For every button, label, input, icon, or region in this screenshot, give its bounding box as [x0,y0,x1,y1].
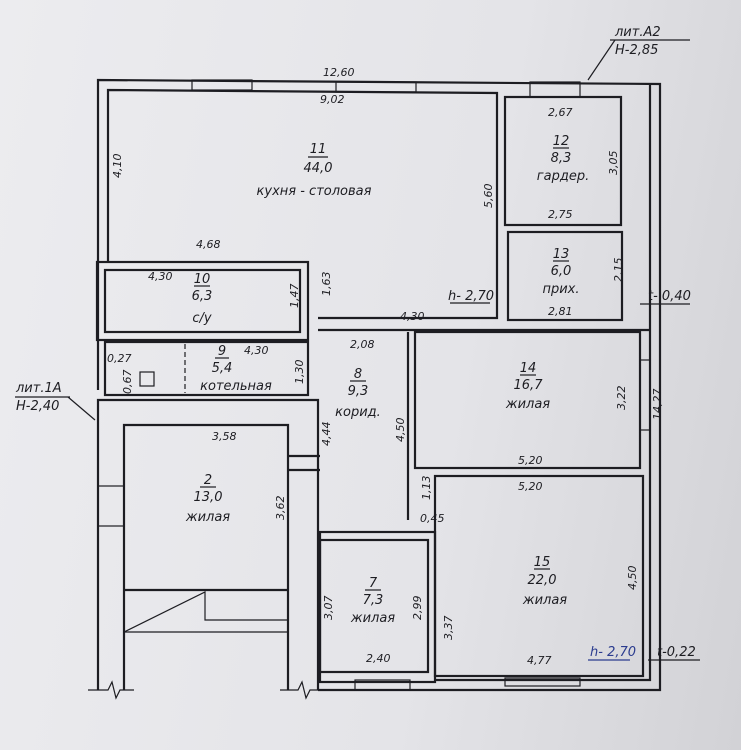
room-area: 9,3 [348,384,369,399]
dimension-label: 3,58 [212,430,237,443]
room-11: 11 44,0 кухня - столовая [257,142,372,199]
dimension-label: 14,27 [651,389,664,421]
dimension-label: 1,30 [293,360,306,385]
dimension-label: 3,62 [274,496,287,521]
dimension-label: 5,20 [518,480,543,493]
leader-lines [15,39,700,661]
dimension-label: 1,13 [420,476,433,501]
dimension-label: 2,99 [411,596,424,621]
wall-thickness-top: t- 0,40 [648,289,691,304]
room-name: корид. [335,405,381,420]
dimension-label: 3,22 [615,386,628,411]
room-area: 44,0 [304,161,333,176]
room-9: 9 5,4 котельная [200,344,272,394]
room-number: 11 [310,142,327,157]
room-name: прих. [542,282,579,297]
dimension-label: 2,08 [350,338,375,351]
room-area: 13,0 [194,490,223,505]
dimension-label: 4,30 [148,270,173,283]
room-number: 7 [369,576,378,591]
dimension-label: 4,44 [320,422,333,447]
room-2: 2 13,0 жилая [185,473,230,525]
room-number: 10 [194,272,211,287]
walls [88,78,662,700]
dimension-label: 1,63 [320,272,333,297]
height-a2-label: Н-2,85 [615,43,658,58]
lit-1a-label: лит.1А [15,381,62,396]
room-14: 14 16,7 жилая [505,361,550,412]
windows [97,79,651,691]
room-number: 12 [553,134,570,149]
dimension-label: 2,67 [548,106,573,119]
room-name: кухня - столовая [257,184,372,199]
dimension-label: 2,75 [548,208,573,221]
lit-a2-label: лит.А2 [614,25,661,40]
dimension-label: 4,77 [527,654,552,667]
room-name: жилая [505,397,550,412]
room-13: 13 6,0 прих. [542,247,579,297]
dimension-label: 3,07 [322,596,335,621]
dimension-label: 1,47 [288,284,301,309]
room-area: 16,7 [514,378,544,393]
height-1a-label: Н-2,40 [16,399,59,414]
dimension-label: 4,50 [626,566,639,591]
room-area: 5,4 [212,361,233,376]
room-name: жилая [350,611,395,626]
dimension-label: 2,40 [366,652,391,665]
dimension-label: 4,68 [196,238,221,251]
room-name: гардер. [537,169,589,184]
dimension-label: 12,60 [323,66,355,79]
room-area: 8,3 [551,151,572,166]
room-area: 7,3 [363,593,384,608]
room-name: жилая [185,510,230,525]
dimension-label: 2,15 [612,258,625,283]
room-number: 2 [204,473,212,488]
dimension-label: 4,10 [111,154,124,179]
room-area: 6,3 [192,289,213,304]
room-name: котельная [200,379,272,394]
ceiling-height-bottom: h- 2,70 [590,645,636,660]
dimension-label: 2,81 [548,305,573,318]
dimensions: 12,60 9,02 4,68 4,30 2,67 2,75 2,81 4,30… [107,66,664,667]
room-number: 14 [520,361,537,376]
room-12: 12 8,3 гардер. [537,134,589,184]
dimension-label: 5,60 [482,184,495,209]
room-number: 15 [534,555,551,570]
room-number: 13 [553,247,570,262]
dimension-label: 4,50 [394,418,407,443]
room-name: с/у [192,311,212,326]
room-name: жилая [522,593,567,608]
wall-thickness-bottom: t-0,22 [657,645,696,660]
dimension-label: 3,05 [607,151,620,176]
dimension-label: 0,67 [121,370,134,395]
dimension-label: 4,30 [244,344,269,357]
dimension-label: 3,37 [442,616,455,641]
dimension-label: 9,02 [320,93,345,106]
room-area: 22,0 [528,573,557,588]
room-7: 7 7,3 жилая [350,576,395,626]
room-number: 9 [218,344,226,359]
ceiling-height-top: h- 2,70 [448,289,494,304]
dimension-label: 0,45 [420,512,445,525]
room-8: 8 9,3 корид. [335,367,381,420]
dimension-label: 0,27 [107,352,132,365]
room-number: 8 [354,367,362,382]
room-10: 10 6,3 с/у [192,272,213,326]
dimension-label: 4,30 [400,310,425,323]
room-15: 15 22,0 жилая [522,555,567,608]
room-area: 6,0 [551,264,572,279]
dimension-label: 5,20 [518,454,543,467]
